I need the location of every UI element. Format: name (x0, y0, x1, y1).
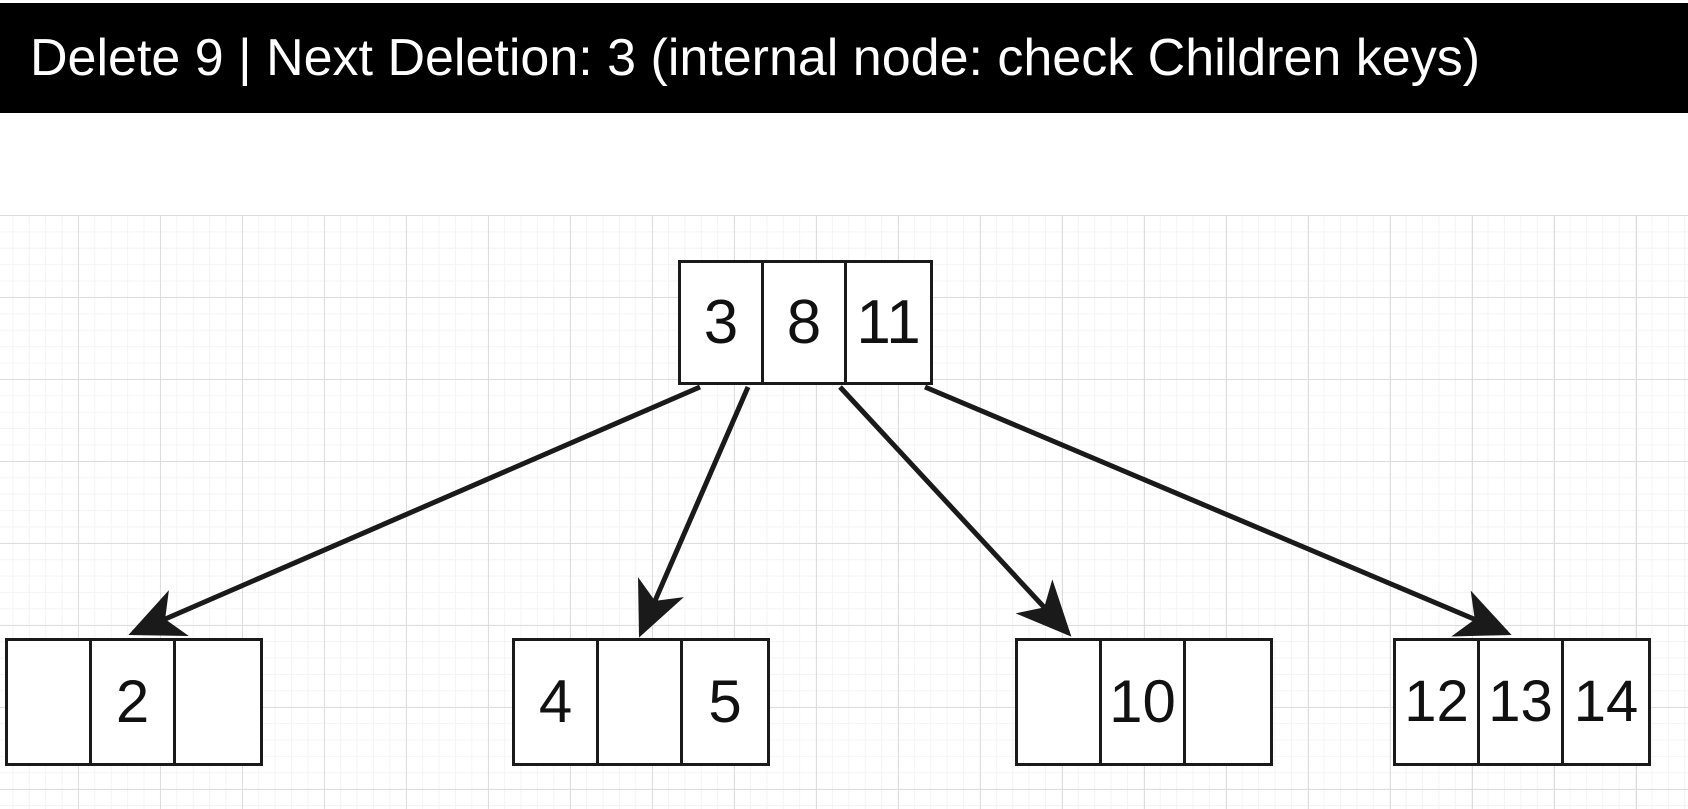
leaf-node-1-cell-2[interactable] (176, 641, 260, 763)
leaf-node-3-cell-0[interactable] (1018, 641, 1103, 763)
leaf-node-4[interactable]: 12 13 14 (1393, 638, 1651, 766)
root-node[interactable]: 3 8 11 (678, 260, 933, 385)
leaf-node-3-cell-2[interactable] (1186, 641, 1270, 763)
status-band: Delete 9 | Next Deletion: 3 (internal no… (0, 3, 1688, 113)
root-node-cell-2[interactable]: 11 (847, 263, 930, 382)
leaf-node-2-cell-2[interactable]: 5 (683, 641, 767, 763)
edge-root-to-leaf-1 (128, 384, 701, 637)
leaf-node-2-cell-0[interactable]: 4 (515, 641, 600, 763)
tree-canvas: 3 8 11 2 4 5 10 12 13 14 (0, 215, 1688, 809)
leaf-node-2[interactable]: 4 5 (512, 638, 770, 766)
status-text: Delete 9 | Next Deletion: 3 (internal no… (30, 29, 1481, 87)
edge-root-to-leaf-4 (924, 384, 1512, 637)
leaf-node-1[interactable]: 2 (5, 638, 263, 766)
leaf-node-3[interactable]: 10 (1015, 638, 1273, 766)
leaf-node-3-cell-1[interactable]: 10 (1102, 641, 1187, 763)
edge-root-to-leaf-2 (638, 386, 751, 638)
leaf-node-4-cell-1[interactable]: 13 (1480, 641, 1565, 763)
leaf-node-2-cell-1[interactable] (599, 641, 684, 763)
leaf-node-1-cell-0[interactable] (8, 641, 93, 763)
edge-root-to-leaf-3 (838, 385, 1072, 637)
leaf-node-1-cell-1[interactable]: 2 (92, 641, 177, 763)
root-node-cell-0[interactable]: 3 (681, 263, 765, 382)
leaf-node-4-cell-0[interactable]: 12 (1396, 641, 1481, 763)
leaf-node-4-cell-2[interactable]: 14 (1564, 641, 1648, 763)
root-node-cell-1[interactable]: 8 (764, 263, 848, 382)
